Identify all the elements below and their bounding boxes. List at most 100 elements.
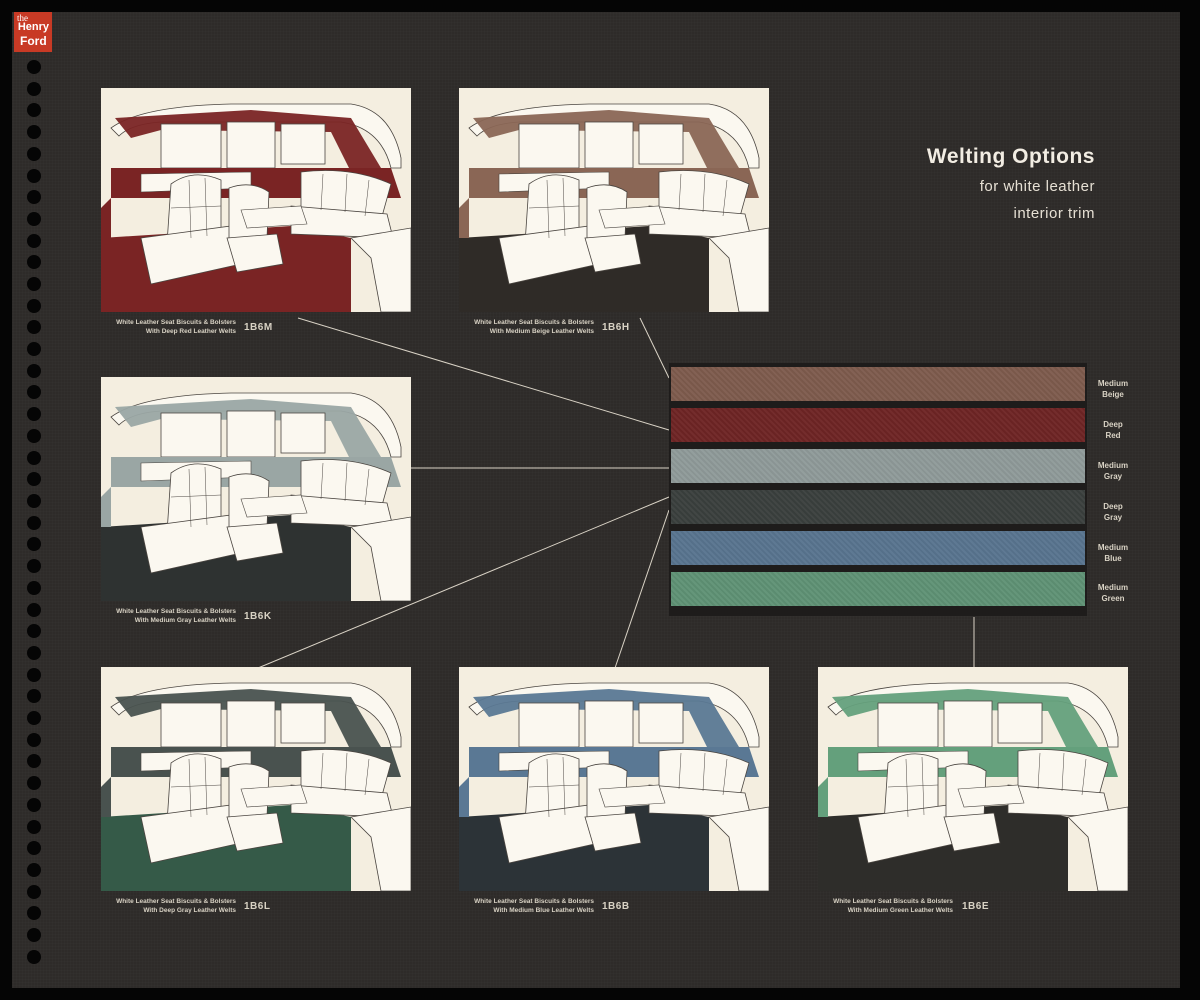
spiral-hole xyxy=(27,841,41,855)
swatch-deep-gray xyxy=(671,490,1085,524)
henry-ford-logo: the Henry Ford xyxy=(14,12,52,52)
spiral-hole xyxy=(27,928,41,942)
connector-1b6b xyxy=(614,509,670,669)
spiral-hole xyxy=(27,646,41,660)
caption-line: White Leather Seat Biscuits & Bolsters xyxy=(474,319,594,326)
logo-text-henry: Henry xyxy=(17,21,49,33)
caption-line: With Medium Beige Leather Welts xyxy=(489,328,594,335)
spiral-hole xyxy=(27,581,41,595)
spiral-hole xyxy=(27,516,41,530)
caption-line: With Deep Red Leather Welts xyxy=(145,328,236,335)
swatch-label-line: Gray xyxy=(1103,472,1123,481)
caption-line: White Leather Seat Biscuits & Bolsters xyxy=(833,898,953,905)
interior-illustration-1b6l xyxy=(101,667,411,891)
spiral-hole xyxy=(27,342,41,356)
caption-line: With Deep Gray Leather Welts xyxy=(143,907,236,914)
caption-line: White Leather Seat Biscuits & Bolsters xyxy=(116,319,236,326)
caption-1b6m: White Leather Seat Biscuits & Bolsters W… xyxy=(116,318,236,336)
spiral-hole xyxy=(27,212,41,226)
swatch-label-line: Blue xyxy=(1104,554,1122,563)
caption-line: White Leather Seat Biscuits & Bolsters xyxy=(116,608,236,615)
spiral-hole xyxy=(27,494,41,508)
caption-line: White Leather Seat Biscuits & Bolsters xyxy=(116,898,236,905)
spiral-hole xyxy=(27,60,41,74)
code-1b6h: 1B6H xyxy=(602,322,630,333)
swatch-label-line: Deep xyxy=(1103,502,1123,511)
spiral-hole xyxy=(27,125,41,139)
interior-illustration-1b6h xyxy=(459,88,769,312)
caption-line: With Medium Green Leather Welts xyxy=(847,907,953,914)
spiral-hole xyxy=(27,820,41,834)
logo-text-ford: Ford xyxy=(20,34,47,48)
code-1b6b: 1B6B xyxy=(602,901,630,912)
spiral-hole xyxy=(27,103,41,117)
swatch-label-deep-red: Deep Red xyxy=(1090,419,1136,441)
spiral-hole xyxy=(27,169,41,183)
swatch-label-line: Gray xyxy=(1103,513,1123,522)
code-1b6m: 1B6M xyxy=(244,322,273,333)
swatch-label-medium-beige: Medium Beige xyxy=(1090,378,1136,400)
swatch-deep-red xyxy=(671,408,1085,442)
spiral-hole xyxy=(27,147,41,161)
page-title: Welting Options xyxy=(926,145,1095,168)
spiral-hole xyxy=(27,885,41,899)
swatch-label-line: Medium xyxy=(1097,379,1129,388)
swatch-medium-gray xyxy=(671,449,1085,483)
caption-1b6k: White Leather Seat Biscuits & Bolsters W… xyxy=(116,607,236,625)
spiral-hole xyxy=(27,190,41,204)
caption-line: With Medium Gray Leather Welts xyxy=(134,617,236,624)
spiral-hole xyxy=(27,472,41,486)
spiral-hole xyxy=(27,364,41,378)
spiral-hole xyxy=(27,82,41,96)
code-1b6l: 1B6L xyxy=(244,901,271,912)
swatch-medium-green xyxy=(671,572,1085,606)
swatch-label-line: Deep xyxy=(1103,420,1123,429)
page-subtitle-line-2: interior trim xyxy=(1013,205,1095,222)
spiral-hole xyxy=(27,407,41,421)
interior-illustration-1b6k xyxy=(101,377,411,601)
spiral-hole xyxy=(27,776,41,790)
swatch-label-line: Green xyxy=(1101,594,1125,603)
swatch-label-medium-green: Medium Green xyxy=(1090,582,1136,604)
spiral-hole xyxy=(27,754,41,768)
spiral-hole xyxy=(27,906,41,920)
spiral-hole xyxy=(27,668,41,682)
spiral-hole xyxy=(27,320,41,334)
caption-1b6b: White Leather Seat Biscuits & Bolsters W… xyxy=(474,897,594,915)
caption-1b6l: White Leather Seat Biscuits & Bolsters W… xyxy=(116,897,236,915)
spiral-hole xyxy=(27,689,41,703)
connector-1b6l xyxy=(257,496,670,669)
interior-illustration-1b6b xyxy=(459,667,769,891)
spiral-hole xyxy=(27,277,41,291)
swatch-label-line: Red xyxy=(1105,431,1121,440)
connector-1b6h xyxy=(639,317,670,379)
swatch-label-line: Medium xyxy=(1097,583,1129,592)
spiral-hole xyxy=(27,385,41,399)
spiral-hole xyxy=(27,299,41,313)
spiral-hole xyxy=(27,559,41,573)
code-1b6e: 1B6E xyxy=(962,901,990,912)
swatch-panel xyxy=(669,363,1087,616)
spiral-hole xyxy=(27,603,41,617)
spiral-hole xyxy=(27,537,41,551)
spiral-hole xyxy=(27,863,41,877)
caption-1b6h: White Leather Seat Biscuits & Bolsters W… xyxy=(474,318,594,336)
spiral-hole xyxy=(27,798,41,812)
swatch-medium-beige xyxy=(671,367,1085,401)
swatch-label-line: Medium xyxy=(1097,543,1129,552)
swatch-label-line: Beige xyxy=(1102,390,1124,399)
spiral-hole xyxy=(27,950,41,964)
logo-text-the: the xyxy=(17,13,28,23)
caption-line: White Leather Seat Biscuits & Bolsters xyxy=(474,898,594,905)
interior-illustration-1b6m xyxy=(101,88,411,312)
swatch-medium-blue xyxy=(671,531,1085,565)
code-1b6k: 1B6K xyxy=(244,611,272,622)
spiral-hole xyxy=(27,624,41,638)
swatch-label-line: Medium xyxy=(1097,461,1129,470)
caption-1b6e: White Leather Seat Biscuits & Bolsters W… xyxy=(833,897,953,915)
spiral-hole xyxy=(27,711,41,725)
connector-1b6m xyxy=(297,317,670,431)
spiral-hole xyxy=(27,234,41,248)
interior-illustration-1b6e xyxy=(818,667,1128,891)
